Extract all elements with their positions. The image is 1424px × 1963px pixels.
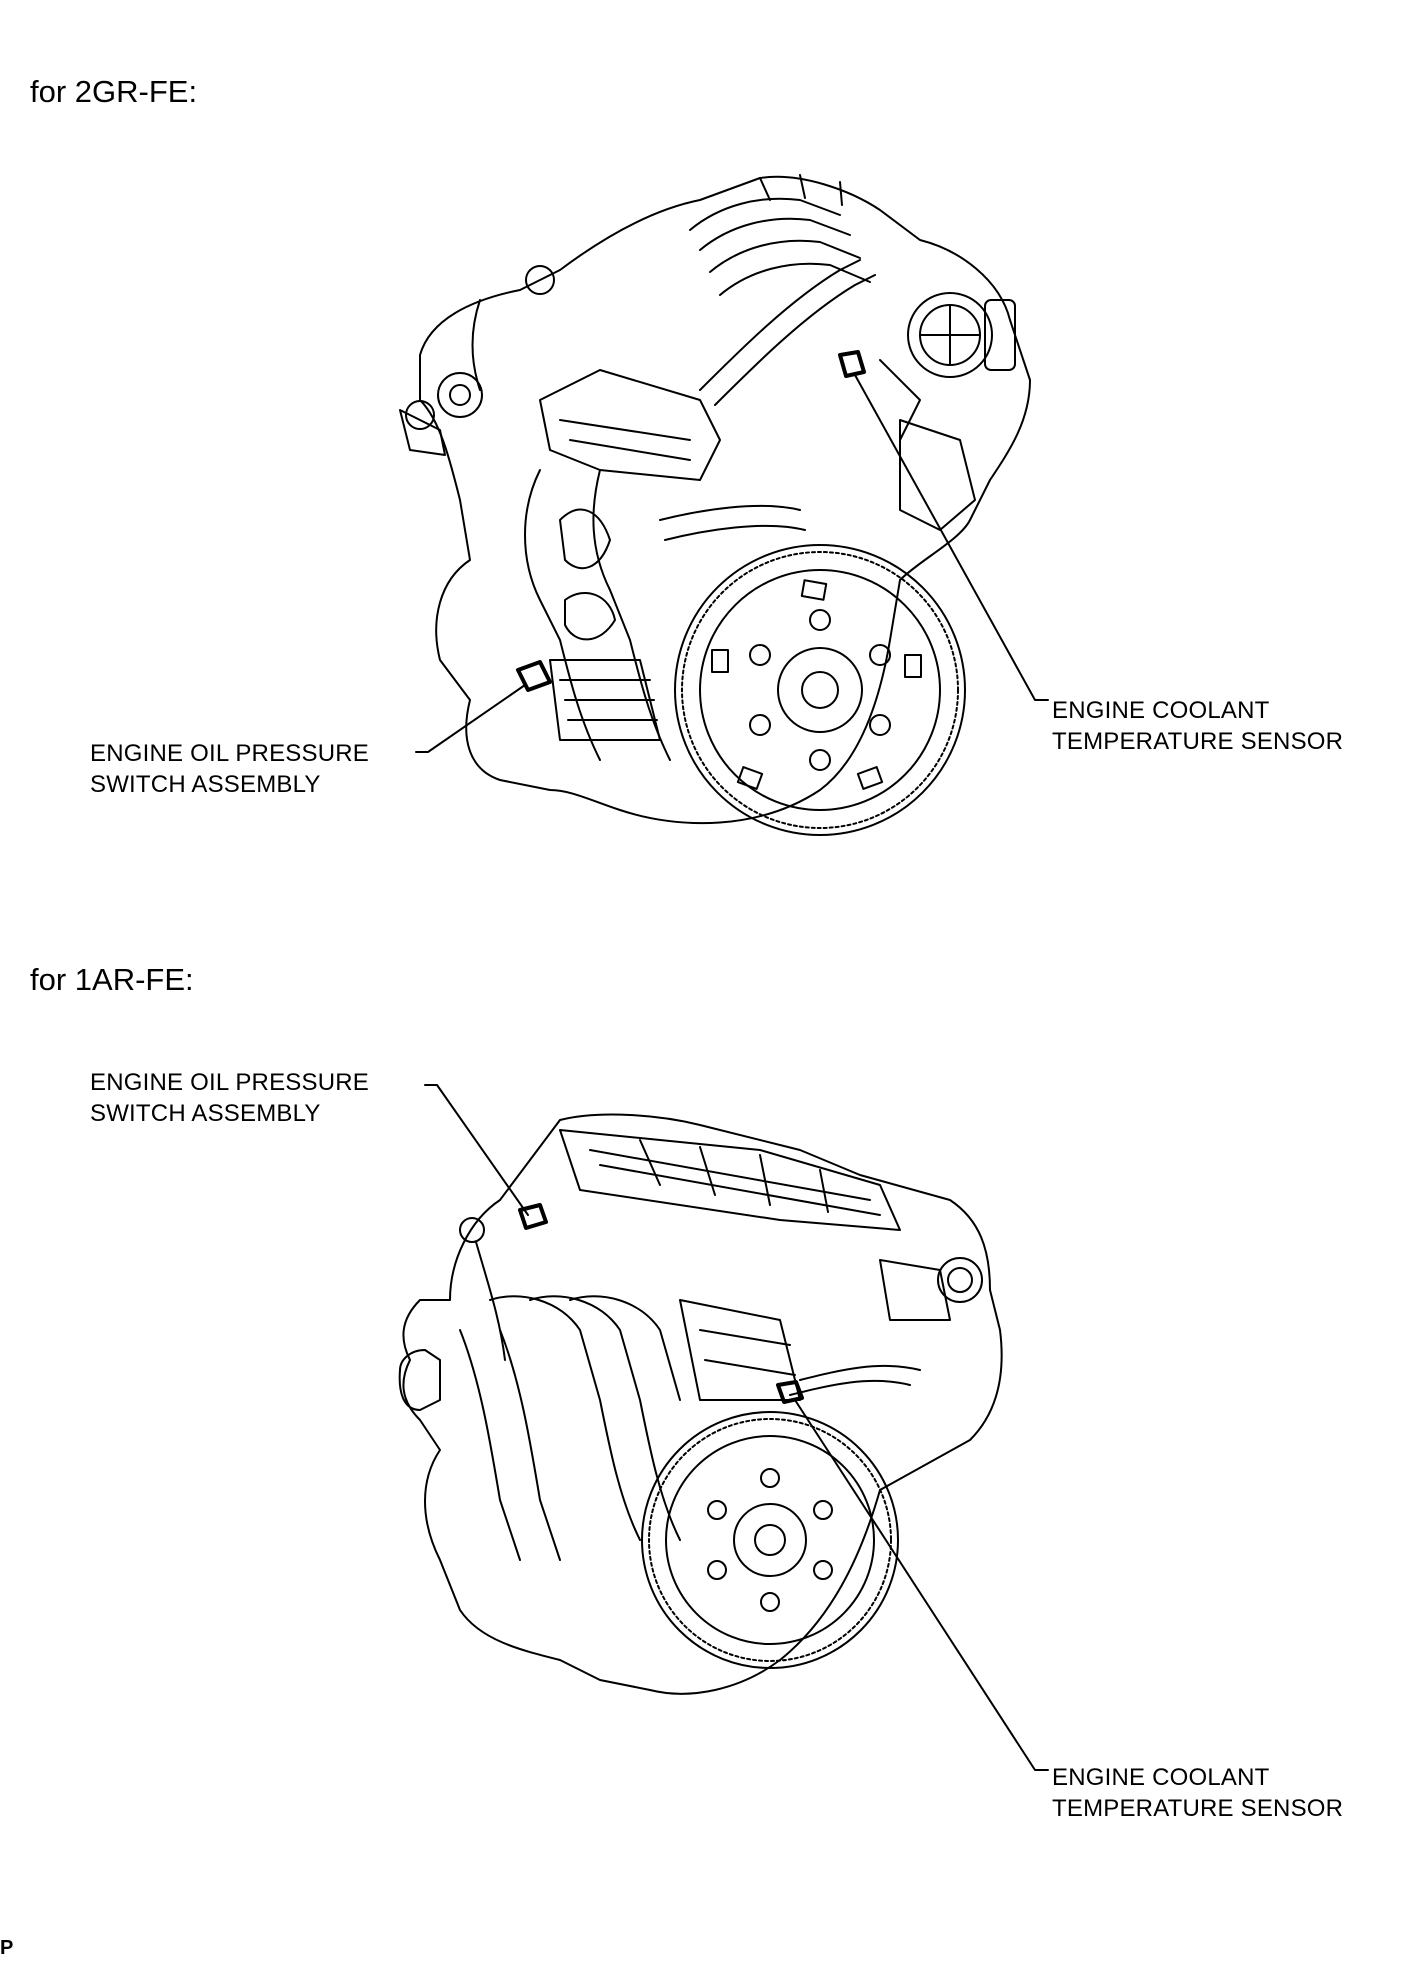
callout-line: SWITCH ASSEMBLY [90,1100,321,1127]
corner-mark: P [0,1937,14,1959]
heading-1ar-fe: for 1AR-FE: [30,962,194,997]
callout-1ar-oil-pressure-switch: ENGINE OIL PRESSURE SWITCH ASSEMBLY [90,1067,369,1129]
callout-2gr-oil-pressure-switch: ENGINE OIL PRESSURE SWITCH ASSEMBLY [90,738,369,800]
callout-line: ENGINE OIL PRESSURE [90,740,369,767]
engine-1ar-fe-illustration [398,1084,1049,1771]
callout-line: ENGINE COOLANT [1052,1764,1270,1791]
heading-2gr-fe: for 2GR-FE: [30,74,198,109]
callout-line: ENGINE OIL PRESSURE [90,1069,369,1096]
callout-1ar-coolant-temp-sensor: ENGINE COOLANT TEMPERATURE SENSOR [1052,1762,1343,1824]
callout-2gr-coolant-temp-sensor: ENGINE COOLANT TEMPERATURE SENSOR [1052,695,1343,757]
engine-2gr-fe-illustration [399,174,1049,836]
callout-line: SWITCH ASSEMBLY [90,771,321,798]
callout-line: TEMPERATURE SENSOR [1052,1795,1344,1822]
callout-line: TEMPERATURE SENSOR [1052,728,1344,755]
callout-line: ENGINE COOLANT [1052,697,1270,724]
